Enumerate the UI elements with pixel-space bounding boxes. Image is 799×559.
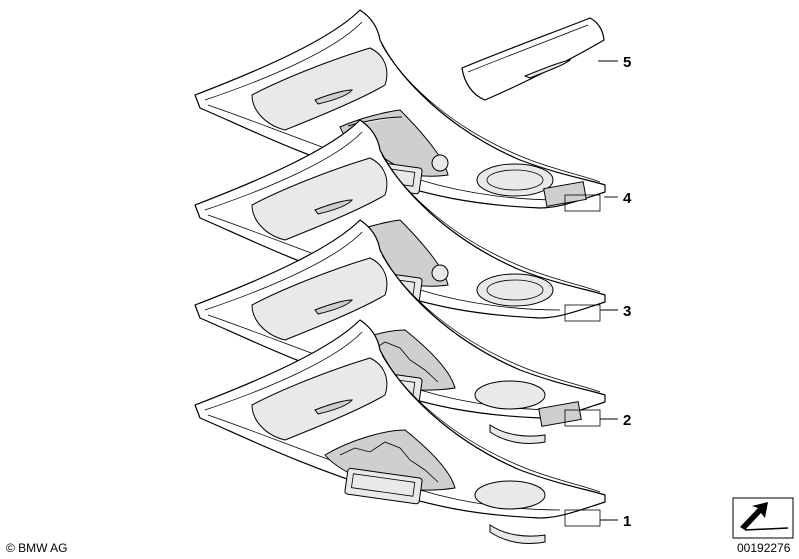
callout-5: 5 bbox=[623, 54, 631, 71]
view-direction-icon bbox=[732, 497, 794, 539]
drawing-number: 00192276 bbox=[737, 541, 791, 555]
copyright-text: © BMW AG bbox=[6, 541, 68, 555]
callout-4: 4 bbox=[623, 190, 632, 207]
center-console-trim-part-1 bbox=[194, 319, 606, 545]
callout-3: 3 bbox=[623, 303, 631, 320]
insert-cover-part-5 bbox=[461, 17, 605, 101]
callout-1: 1 bbox=[623, 513, 631, 530]
callout-2: 2 bbox=[623, 412, 631, 429]
